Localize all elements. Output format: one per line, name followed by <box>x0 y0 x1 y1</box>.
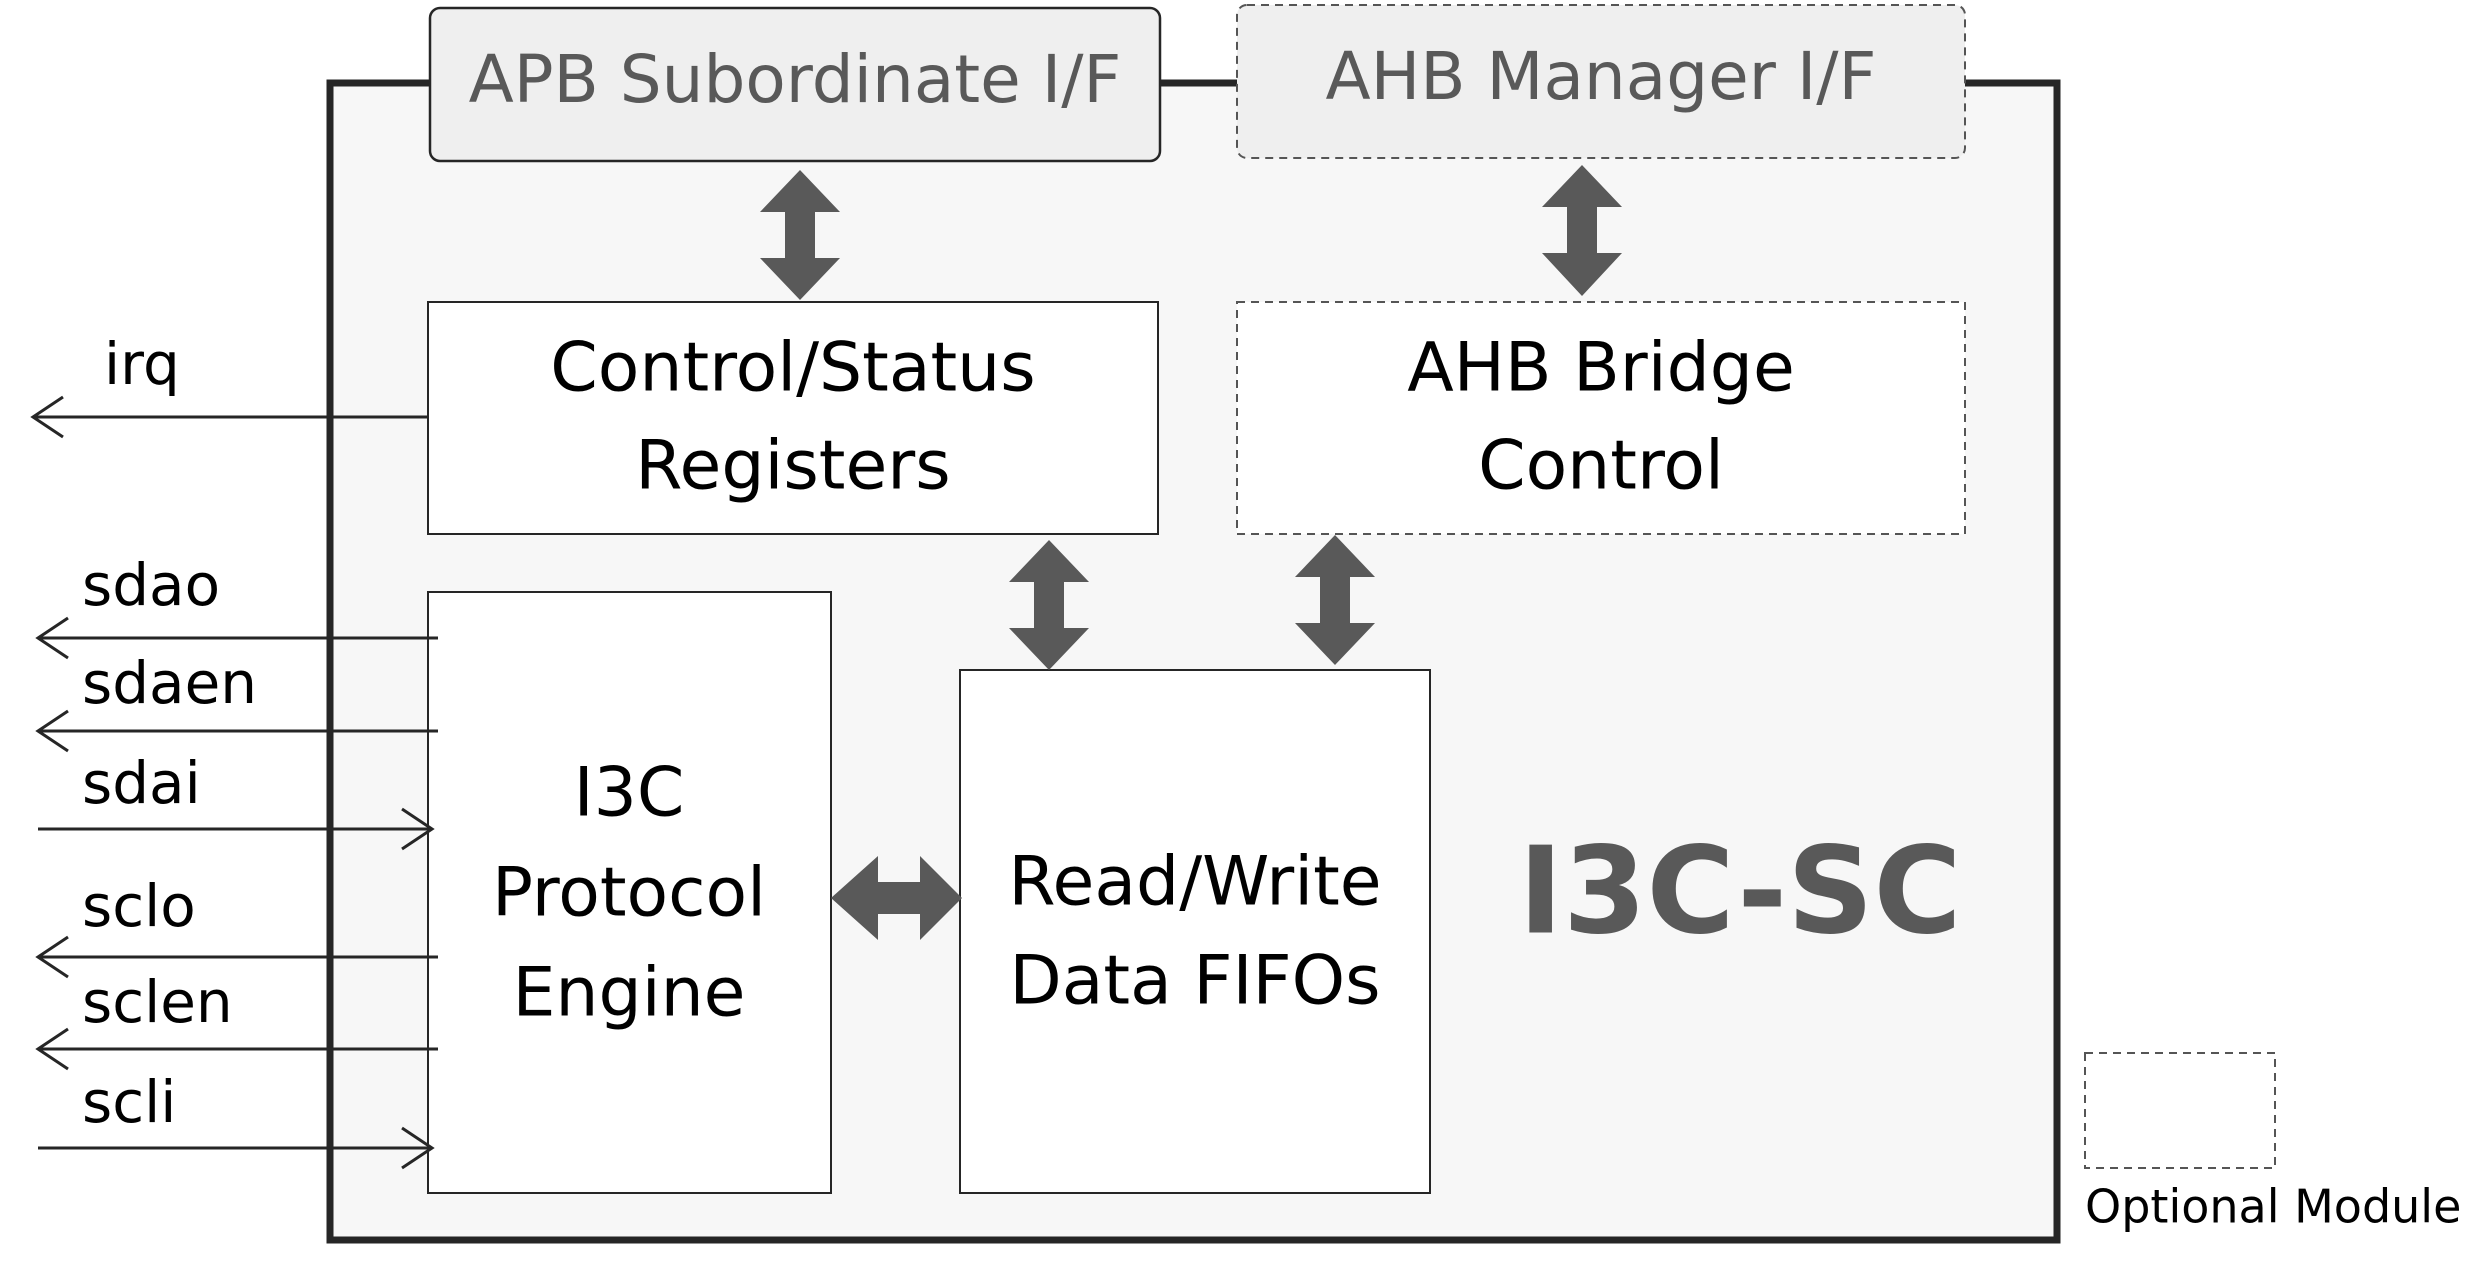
scli-arrowhead <box>401 1126 435 1170</box>
ahb-manager-interface: AHB Manager I/F <box>1236 4 1966 159</box>
arrow-bridge-to-fifos <box>1295 535 1375 665</box>
legend: Optional Module <box>2084 1052 2461 1234</box>
signal-label-irq: irq <box>104 330 180 398</box>
legend-optional-label: Optional Module <box>2085 1180 2461 1234</box>
csr-label-line1: Control/Status <box>550 329 1035 408</box>
signal-label-sclen: sclen <box>82 968 233 1036</box>
signal-label-sdaen: sdaen <box>82 649 257 717</box>
ahb-bridge-label-line2: Control <box>1478 427 1724 506</box>
signal-label-scli: scli <box>82 1068 176 1136</box>
sdai-arrowhead <box>401 807 435 851</box>
protocol-engine-line1: I3C <box>574 754 685 833</box>
apb-subordinate-interface: APB Subordinate I/F <box>428 6 1162 163</box>
core-title: I3C-SC <box>1518 823 1961 962</box>
apb-interface-box <box>428 6 1162 163</box>
legend-optional-box <box>2084 1052 2276 1169</box>
protocol-engine-line2: Protocol <box>492 854 766 933</box>
arrow-engine-to-fifos <box>831 856 962 940</box>
fifos-box <box>959 669 1431 1194</box>
control-status-registers: Control/Status Registers <box>427 301 1159 535</box>
csr-box <box>427 301 1159 535</box>
csr-label-line2: Registers <box>635 427 950 506</box>
protocol-engine-line3: Engine <box>512 954 745 1033</box>
protocol-engine-box <box>427 591 832 1194</box>
irq-arrowhead <box>30 395 64 439</box>
signal-label-sclo: sclo <box>82 872 196 940</box>
ahb-bridge-control: AHB Bridge Control <box>1236 301 1966 535</box>
arrow-apb-to-csr <box>760 170 840 300</box>
arrow-csr-to-fifos <box>1009 540 1089 670</box>
i3c-protocol-engine: I3C Protocol Engine <box>427 591 832 1194</box>
ahb-bridge-box <box>1236 301 1966 535</box>
fifos-label-line2: Data FIFOs <box>1009 942 1380 1021</box>
apb-interface-label: APB Subordinate I/F <box>469 41 1122 118</box>
ahb-interface-box <box>1236 4 1966 159</box>
signal-lines <box>30 395 438 1170</box>
arrow-ahb-if-to-bridge <box>1542 165 1622 296</box>
signal-label-sdai: sdai <box>82 749 201 817</box>
read-write-data-fifos: Read/Write Data FIFOs <box>959 669 1431 1194</box>
ahb-bridge-label-line1: AHB Bridge <box>1407 329 1795 408</box>
sdao-arrowhead <box>35 616 69 660</box>
sclo-arrowhead <box>35 935 69 979</box>
sclen-arrowhead <box>35 1027 69 1071</box>
signal-label-sdao: sdao <box>82 551 220 619</box>
sdaen-arrowhead <box>35 709 69 753</box>
fifos-label-line1: Read/Write <box>1008 843 1381 922</box>
ahb-interface-label: AHB Manager I/F <box>1326 38 1877 115</box>
